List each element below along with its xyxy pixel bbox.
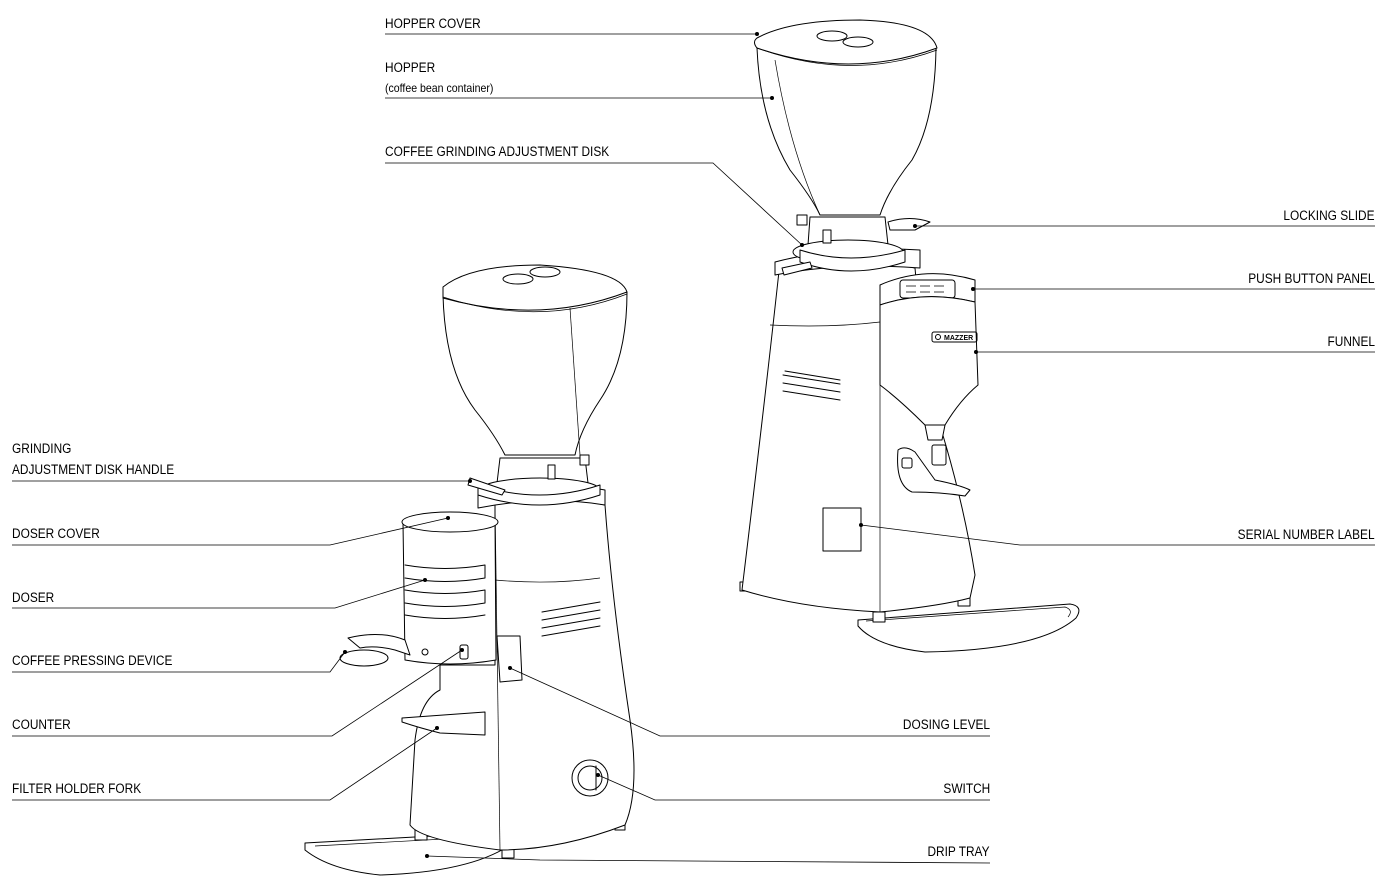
switch-knob — [571, 759, 609, 797]
doser-cover — [401, 511, 499, 533]
label-filter-holder-fork: FILTER HOLDER FORK — [12, 781, 142, 796]
label-grinding-handle-line1: GRINDING — [12, 441, 72, 456]
brand-mark: MAZZER — [944, 335, 973, 342]
label-drip-tray: DRIP TRAY — [927, 844, 990, 859]
grinding-handle — [467, 477, 506, 496]
coffee-pressing-device — [347, 634, 411, 656]
hopper-cover-right — [754, 19, 938, 65]
drip-tray-right — [857, 603, 1080, 653]
label-grinding-handle-line2: ADJUSTMENT DISK HANDLE — [12, 462, 175, 477]
label-doser: DOSER — [12, 590, 55, 605]
hopper-right — [756, 47, 937, 216]
label-hopper-subtitle: (coffee bean container) — [385, 81, 494, 95]
hopper-cover-left — [442, 264, 628, 311]
label-funnel: FUNNEL — [1327, 334, 1375, 349]
label-dosing-level: DOSING LEVEL — [902, 717, 990, 732]
filter-holder-fork — [401, 711, 486, 736]
label-switch: SWITCH — [943, 781, 990, 796]
label-doser-cover: DOSER COVER — [12, 526, 100, 541]
label-coffee-grinding-adjustment-disk: COFFEE GRINDING ADJUSTMENT DISK — [385, 144, 610, 159]
doser-body — [402, 519, 497, 665]
funnel-right — [879, 296, 979, 426]
locking-slide-tab — [887, 218, 931, 231]
label-counter: COUNTER — [12, 717, 71, 732]
doser-grinder-drawing — [304, 264, 635, 876]
label-push-button-panel: PUSH BUTTON PANEL — [1248, 271, 1375, 286]
label-serial-number-label: SERIAL NUMBER LABEL — [1238, 527, 1375, 542]
label-locking-slide: LOCKING SLIDE — [1283, 208, 1375, 223]
label-hopper: HOPPER — [385, 60, 436, 75]
serial-number-label — [822, 507, 862, 552]
label-hopper-cover: HOPPER COVER — [385, 16, 481, 31]
dosing-level-bracket — [496, 635, 523, 683]
leader-lines — [12, 32, 1375, 864]
electronic-grinder-drawing: MAZZER — [739, 19, 1080, 653]
hopper-left — [442, 291, 628, 456]
label-coffee-pressing-device: COFFEE PRESSING DEVICE — [12, 653, 173, 668]
